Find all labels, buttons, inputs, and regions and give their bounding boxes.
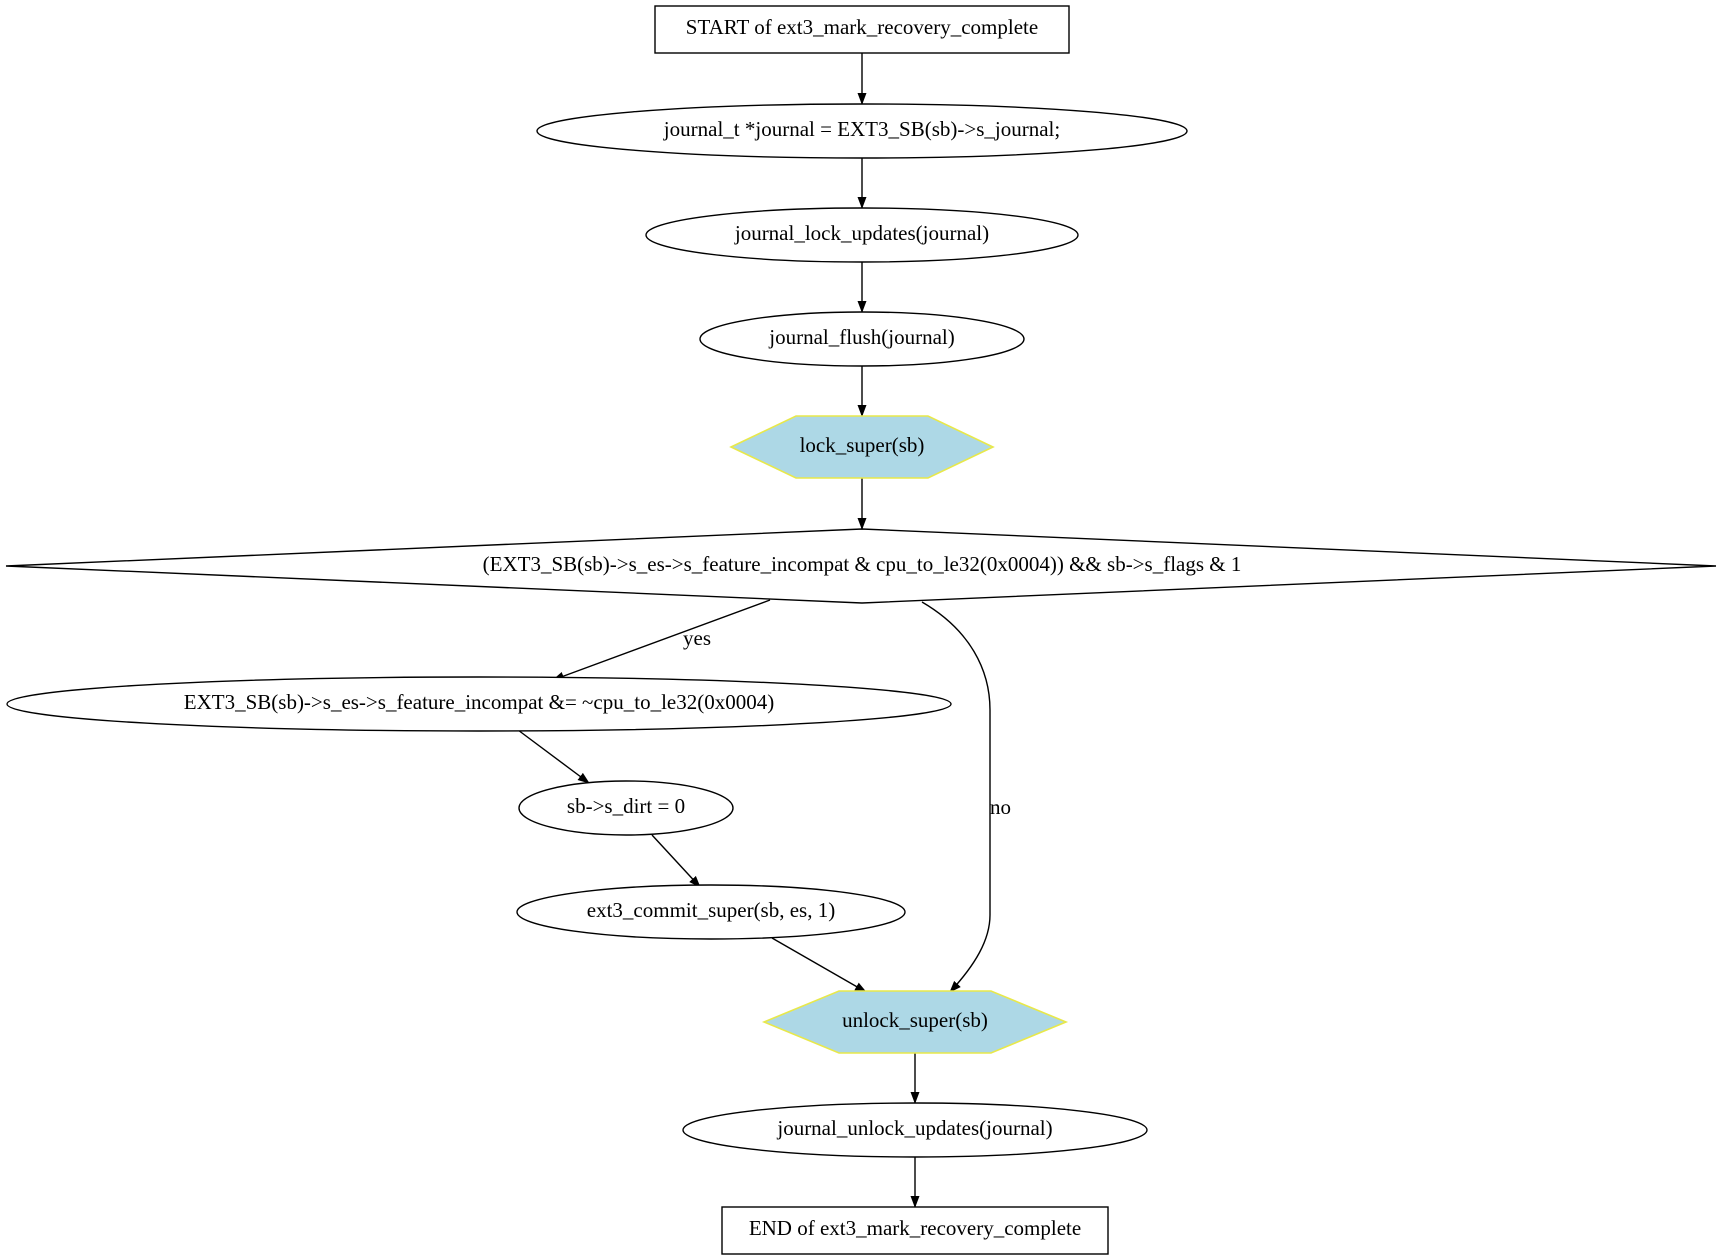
node-lock-updates[interactable]: journal_lock_updates(journal) [645,207,1079,263]
dirt-ellipse [518,780,734,836]
node-dirt-label: sb->s_dirt = 0 [567,794,685,818]
condition-diamond [5,528,1717,604]
node-start-label: START of ext3_mark_recovery_complete [686,15,1038,39]
node-end-label: END of ext3_mark_recovery_complete [749,1216,1081,1240]
node-commit-super-label: ext3_commit_super(sb, es, 1) [587,898,835,922]
edge-dirt-to-commit-super [651,834,701,888]
edge-condition-to-clear-feature-yes [552,599,771,681]
end-box [721,1206,1109,1255]
unlock-super-hexagon [761,990,1069,1054]
node-lock-super[interactable]: lock_super(sb) [729,415,995,479]
node-unlock-updates[interactable]: journal_unlock_updates(journal) [682,1102,1148,1158]
node-start[interactable]: START of ext3_mark_recovery_complete [654,5,1070,54]
lock-super-hexagon [729,415,995,479]
node-commit-super[interactable]: ext3_commit_super(sb, es, 1) [516,884,906,940]
node-journal-assign[interactable]: journal_t *journal = EXT3_SB(sb)->s_jour… [536,103,1188,159]
node-condition[interactable]: (EXT3_SB(sb)->s_es->s_feature_incompat &… [5,528,1717,604]
edge-commit-super-to-unlock-super [771,937,867,993]
flush-ellipse [699,311,1025,367]
edges [517,53,991,1208]
start-box [654,5,1070,54]
edge-label-yes: yes [683,626,711,650]
node-journal-assign-label: journal_t *journal = EXT3_SB(sb)->s_jour… [663,117,1060,141]
node-lock-super-label: lock_super(sb) [800,433,925,457]
journal-assign-ellipse [536,103,1188,159]
clear-feature-ellipse [6,676,952,732]
unlock-updates-ellipse [682,1102,1148,1158]
edge-clear-feature-to-dirt [517,729,590,784]
edge-condition-to-unlock-super-no [921,601,991,993]
lock-updates-ellipse [645,207,1079,263]
node-condition-label: (EXT3_SB(sb)->s_es->s_feature_incompat &… [483,552,1242,576]
node-lock-updates-label: journal_lock_updates(journal) [734,221,989,245]
edge-label-no: no [990,795,1011,819]
node-flush-label: journal_flush(journal) [768,325,954,349]
node-flush[interactable]: journal_flush(journal) [699,311,1025,367]
node-clear-feature-label: EXT3_SB(sb)->s_es->s_feature_incompat &=… [184,690,774,714]
node-clear-feature[interactable]: EXT3_SB(sb)->s_es->s_feature_incompat &=… [6,676,952,732]
node-unlock-updates-label: journal_unlock_updates(journal) [776,1116,1052,1140]
node-unlock-super[interactable]: unlock_super(sb) [761,990,1069,1054]
node-unlock-super-label: unlock_super(sb) [842,1008,988,1032]
node-end[interactable]: END of ext3_mark_recovery_complete [721,1206,1109,1255]
commit-super-ellipse [516,884,906,940]
node-dirt[interactable]: sb->s_dirt = 0 [518,780,734,836]
